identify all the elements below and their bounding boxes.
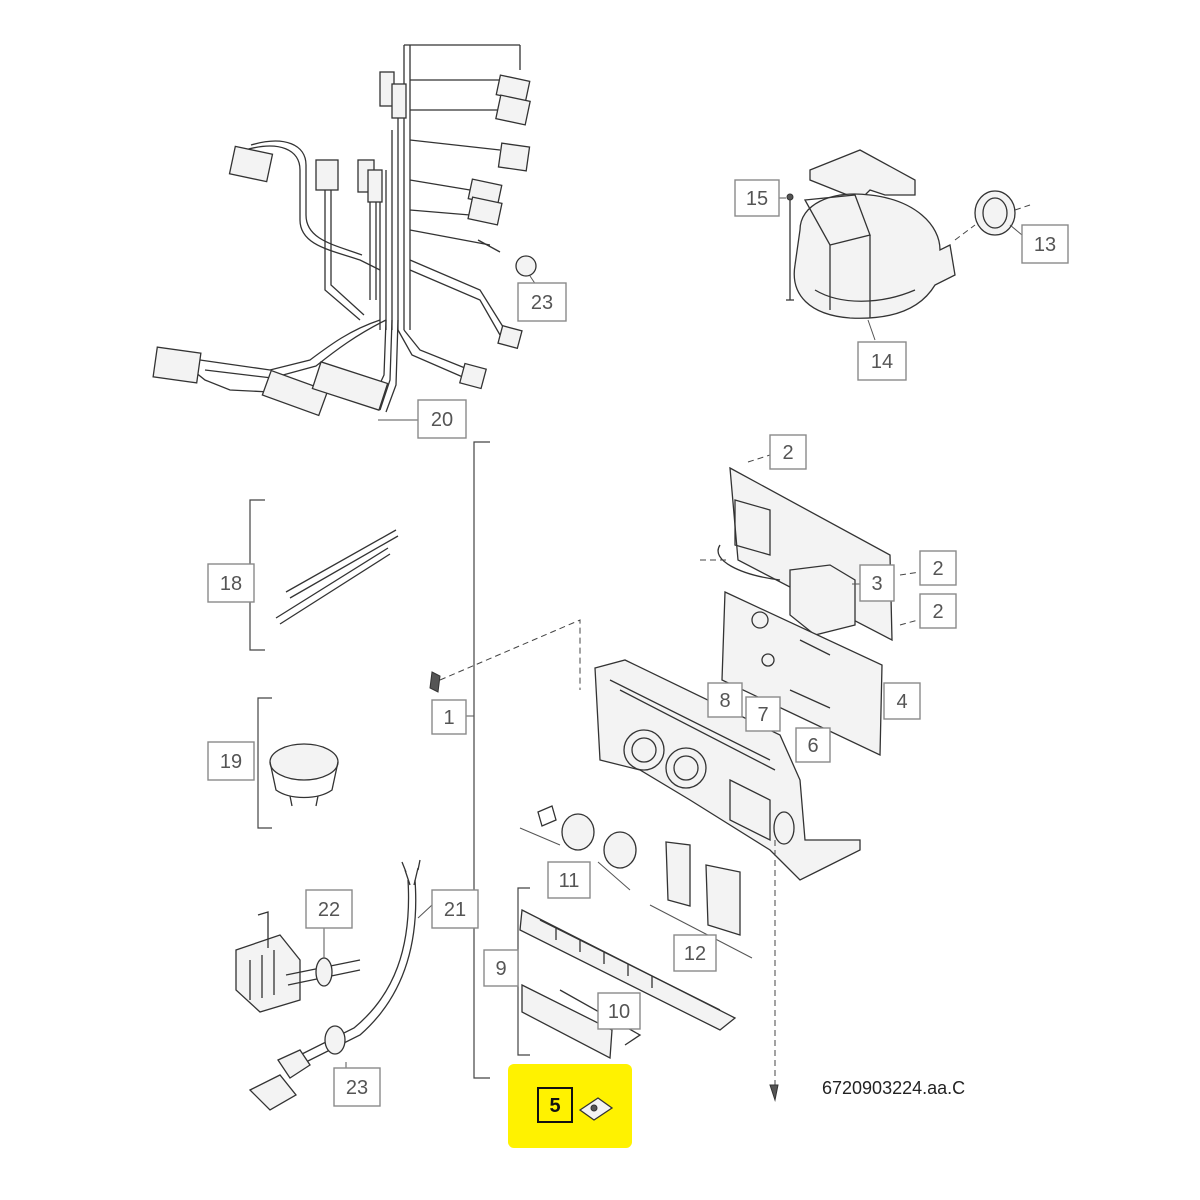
fan-assembly bbox=[775, 149, 1031, 341]
callout-3: 3 bbox=[859, 564, 895, 602]
callout-22: 22 bbox=[305, 889, 353, 929]
callout-18: 18 bbox=[207, 563, 255, 603]
callout-14: 14 bbox=[857, 341, 907, 381]
svg-text:2: 2 bbox=[932, 558, 943, 580]
callout-6: 6 bbox=[795, 727, 831, 763]
svg-text:11: 11 bbox=[559, 870, 580, 892]
svg-text:18: 18 bbox=[220, 573, 242, 595]
knobs-windows-front bbox=[517, 805, 753, 1060]
svg-text:2: 2 bbox=[782, 442, 793, 464]
callout-2-bottom: 2 bbox=[919, 593, 957, 629]
bracket-main bbox=[466, 441, 490, 1079]
svg-text:13: 13 bbox=[1034, 234, 1056, 256]
document-reference: 6720903224.aa.C bbox=[822, 1078, 965, 1098]
svg-text:9: 9 bbox=[495, 958, 506, 980]
wiring-harness bbox=[152, 44, 531, 421]
callout-20: 20 bbox=[417, 399, 467, 439]
svg-text:6: 6 bbox=[807, 735, 818, 757]
callout-13: 13 bbox=[1021, 224, 1069, 264]
callout-4: 4 bbox=[883, 682, 921, 720]
svg-text:20: 20 bbox=[431, 409, 453, 431]
callout-23-top: 23 bbox=[517, 282, 567, 322]
svg-text:23: 23 bbox=[346, 1077, 368, 1099]
callout-11: 11 bbox=[547, 861, 591, 899]
callout-10: 10 bbox=[597, 992, 641, 1030]
callout-12: 12 bbox=[673, 934, 717, 972]
callout-2-top: 2 bbox=[769, 434, 807, 470]
svg-text:14: 14 bbox=[871, 351, 893, 373]
svg-text:8: 8 bbox=[719, 690, 730, 712]
cable-assembly bbox=[235, 859, 433, 1111]
svg-text:19: 19 bbox=[220, 751, 242, 773]
svg-text:21: 21 bbox=[444, 899, 466, 921]
callout-9: 9 bbox=[483, 949, 519, 987]
control-panel-assembly bbox=[429, 454, 921, 1102]
callout-21: 21 bbox=[431, 889, 479, 929]
svg-text:4: 4 bbox=[896, 691, 907, 713]
svg-text:12: 12 bbox=[684, 943, 706, 965]
part-23-cap-top bbox=[477, 239, 539, 289]
svg-text:15: 15 bbox=[746, 188, 768, 210]
part-5-highlight bbox=[508, 1064, 632, 1148]
callout-8: 8 bbox=[707, 682, 743, 718]
callout-5: 5 bbox=[549, 1095, 560, 1117]
callout-2-middle: 2 bbox=[919, 550, 957, 586]
svg-text:1: 1 bbox=[443, 707, 454, 729]
callout-15: 15 bbox=[734, 179, 780, 217]
svg-text:22: 22 bbox=[318, 899, 340, 921]
svg-text:5: 5 bbox=[549, 1095, 560, 1117]
svg-text:7: 7 bbox=[757, 704, 768, 726]
part-18-rods bbox=[249, 499, 399, 651]
svg-text:3: 3 bbox=[871, 573, 882, 595]
callout-7: 7 bbox=[745, 696, 781, 732]
callout-19: 19 bbox=[207, 741, 255, 781]
callout-1: 1 bbox=[431, 699, 467, 735]
svg-text:10: 10 bbox=[608, 1001, 630, 1023]
callout-23-bottom: 23 bbox=[333, 1067, 381, 1107]
svg-text:23: 23 bbox=[531, 292, 553, 314]
part-19-component bbox=[257, 697, 339, 829]
svg-text:2: 2 bbox=[932, 601, 943, 623]
